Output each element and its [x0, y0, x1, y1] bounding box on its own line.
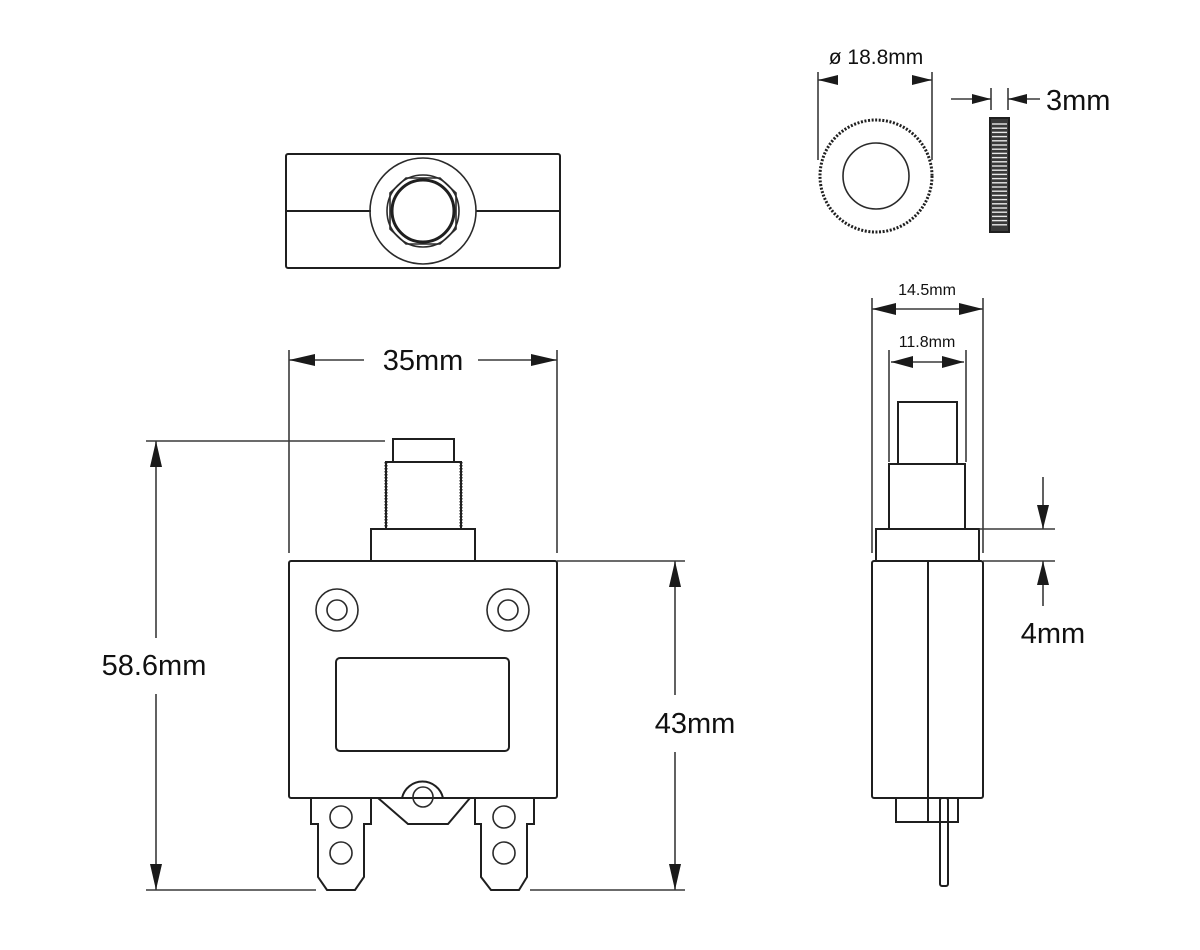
bushing-flange — [370, 528, 476, 562]
mounting-hole-left-inner — [326, 599, 348, 621]
terminal-left-hole-upper — [329, 805, 353, 829]
side-view — [871, 401, 984, 887]
breaker-body — [288, 560, 558, 799]
knurl-pattern — [992, 123, 1007, 226]
body-height-label: 43mm — [655, 708, 736, 740]
terminal-right-hole-lower — [492, 841, 516, 865]
arrow-head — [891, 356, 913, 368]
nut-diameter-dimension: ø 18.8mm — [817, 46, 933, 160]
mounting-hole-right-outer — [486, 588, 530, 632]
threaded-bushing — [385, 461, 462, 530]
nut-thickness-label: 3mm — [1046, 85, 1110, 117]
top-view-flange-circle — [369, 157, 477, 265]
arrow-head — [289, 354, 315, 366]
nut-edge-view — [989, 117, 1010, 233]
arrow-head — [150, 864, 162, 890]
arrow-head — [818, 75, 838, 85]
arrow-head — [150, 441, 162, 467]
label-window — [335, 657, 510, 752]
side-bushing — [888, 463, 966, 530]
arrow-head — [959, 303, 983, 315]
arrow-head — [912, 75, 932, 85]
overall-width-label: 35mm — [383, 345, 464, 377]
flange-width-label: 14.5mm — [898, 282, 956, 299]
knurled-nut-outer — [818, 118, 934, 234]
flange-width-dimension: 14.5mm — [871, 282, 984, 553]
terminal-right-hole-upper — [492, 805, 516, 829]
side-flange — [875, 528, 980, 562]
center-bracket — [377, 797, 471, 825]
center-tab-hole — [412, 786, 434, 808]
front-view — [288, 438, 558, 891]
overall-height-dimension: 58.6mm — [102, 440, 385, 891]
overall-width-dimension: 35mm — [288, 345, 558, 553]
top-view-hex-nut — [389, 177, 457, 245]
top-view-bushing-circle — [386, 174, 460, 248]
arrow-head — [942, 356, 964, 368]
side-terminal-base — [895, 797, 959, 823]
terminal-left-hole-lower — [329, 841, 353, 865]
side-push-button — [897, 401, 958, 465]
body-height-dimension: 43mm — [530, 560, 736, 891]
top-view-button-circle — [390, 178, 456, 244]
arrow-head — [1037, 505, 1049, 529]
nut-face-view — [818, 118, 934, 234]
center-tab-arc — [401, 780, 444, 799]
terminal-left — [310, 798, 372, 891]
overall-height-label: 58.6mm — [102, 650, 207, 682]
arrow-head — [1008, 94, 1027, 104]
bushing-width-label: 11.8mm — [899, 334, 956, 351]
arrow-head — [669, 864, 681, 890]
bushing-width-dimension: 11.8mm — [888, 334, 967, 462]
arrow-head — [1037, 561, 1049, 585]
flange-thickness-dimension: 4mm — [979, 477, 1085, 650]
knurled-nut-inner — [842, 142, 910, 210]
nut-thickness-dimension: 3mm — [951, 85, 1110, 117]
arrow-head — [972, 94, 991, 104]
arrow-head — [531, 354, 557, 366]
top-view — [285, 153, 561, 269]
mounting-hole-right-inner — [497, 599, 519, 621]
nut-diameter-label: ø 18.8mm — [829, 46, 924, 69]
arrow-head — [669, 561, 681, 587]
flange-thickness-label: 4mm — [1021, 618, 1085, 650]
side-terminal-tab — [939, 797, 949, 887]
push-button — [392, 438, 455, 463]
terminal-right — [474, 798, 535, 891]
arrow-head — [872, 303, 896, 315]
mounting-hole-left-outer — [315, 588, 359, 632]
